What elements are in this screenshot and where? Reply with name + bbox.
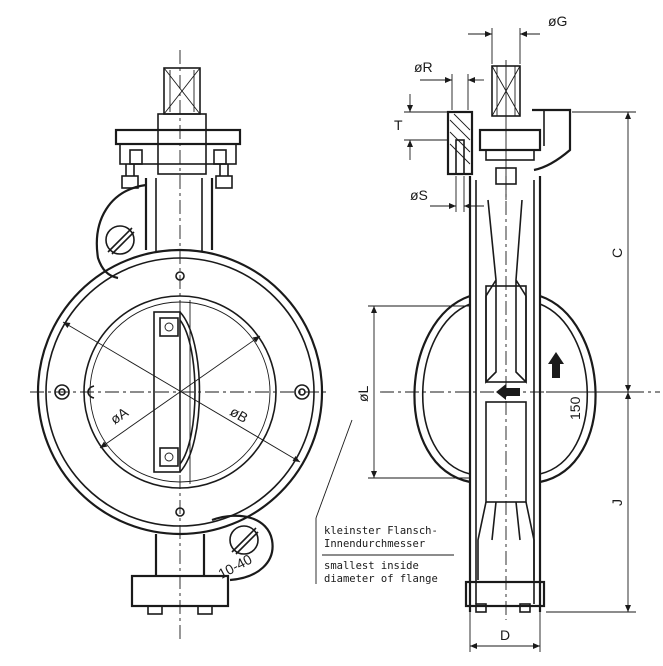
side-top-flange (446, 108, 572, 185)
note-de-line1: kleinster Flansch- (324, 525, 438, 537)
front-top-flange (114, 128, 242, 189)
front-stem (157, 67, 207, 175)
label-c: C (609, 248, 625, 258)
label-j: J (609, 499, 625, 506)
front-lower-lug: 10-40 (211, 514, 274, 582)
label-phi-a: øA (107, 404, 131, 428)
rotation-label: 150 (567, 396, 583, 420)
note-leader (315, 419, 353, 584)
label-phi-r: øR (414, 59, 433, 75)
label-phi-s: øS (410, 187, 428, 203)
side-dims: øG øR T øS C J (355, 13, 636, 652)
label-phi-l: øL (355, 385, 371, 402)
front-bottom (130, 534, 230, 615)
side-body (464, 176, 546, 620)
note-de-line2: Innendurchmesser (324, 538, 425, 550)
note-en-line1: smallest inside (324, 560, 419, 572)
label-phi-g: øG (548, 13, 567, 29)
side-view: 150 øG øR T øS (315, 13, 660, 652)
note-en-line2: diameter of flange (324, 573, 438, 585)
front-upper-lug (95, 183, 147, 280)
flow-arrows: 150 (496, 352, 583, 420)
flange-note: kleinster Flansch- Innendurchmesser smal… (322, 525, 454, 585)
front-view: 10-40 (30, 50, 330, 640)
label-d: D (500, 627, 510, 643)
label-t: T (394, 117, 403, 133)
label-phi-b: øB (227, 403, 250, 426)
